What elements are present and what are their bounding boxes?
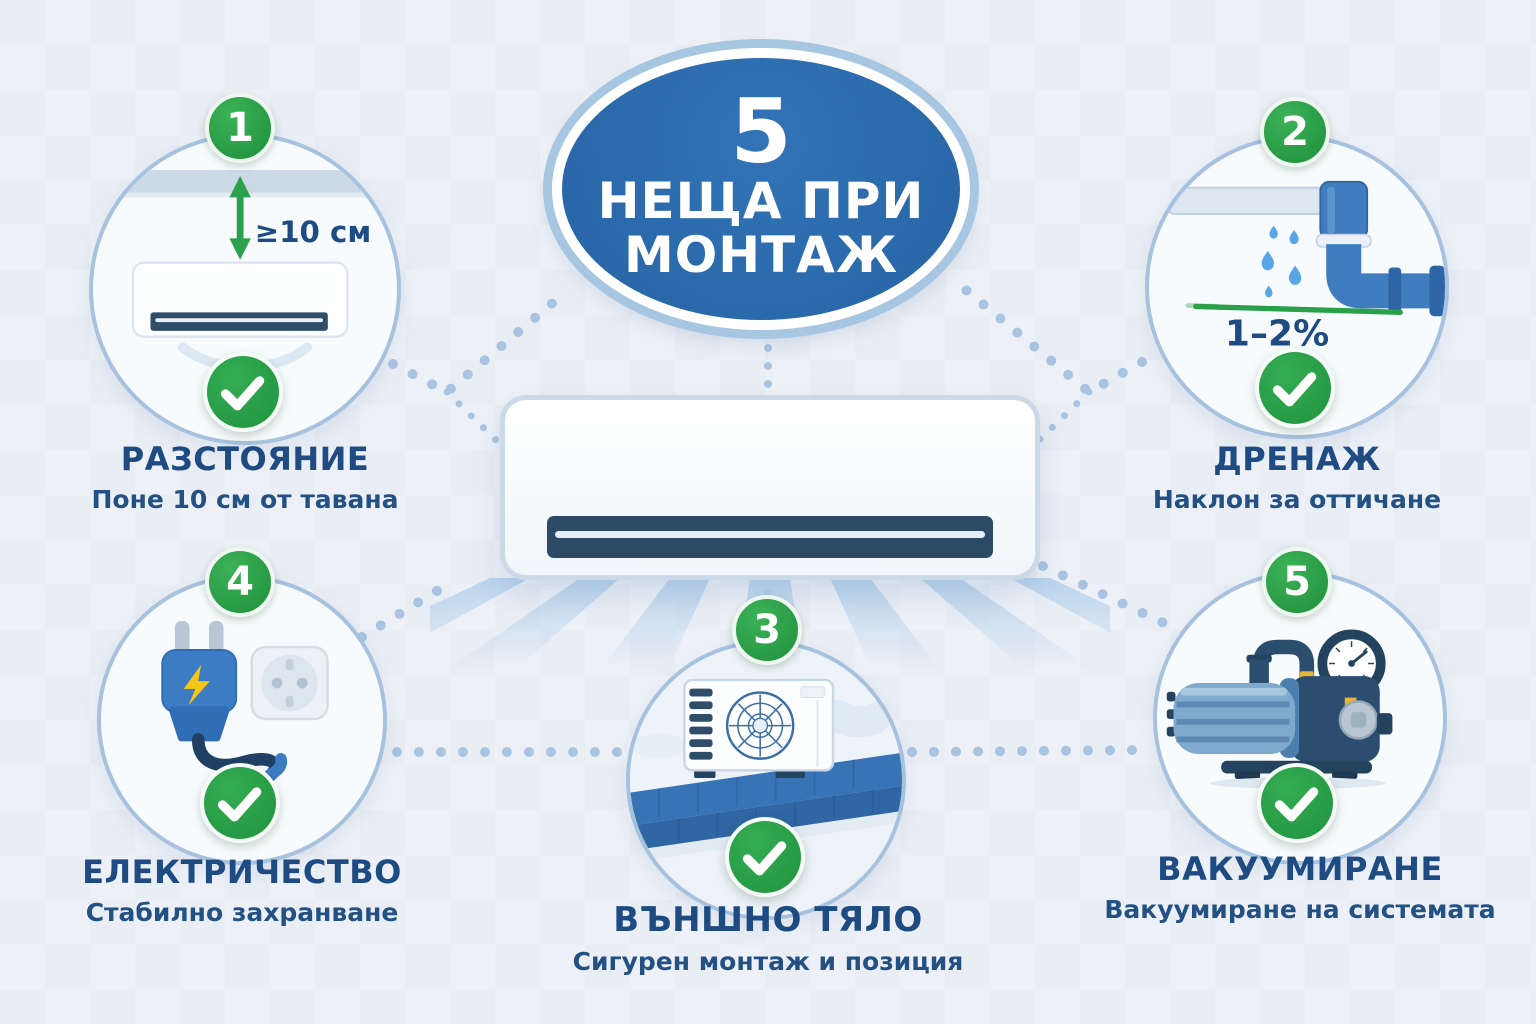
item-caption-vacuum: ВАКУУМИРАНЕ Вакуумиране на системата — [1100, 850, 1500, 924]
item-badge-number-5: 5 — [1262, 547, 1332, 617]
water-drops-icon — [1261, 225, 1302, 298]
item-badge-number-4: 4 — [205, 547, 275, 617]
item-caption-outdoor-unit: ВЪНШНО ТЯЛО Сигурен монтаж и позиция — [568, 900, 968, 976]
item-subtitle: Наклон за оттичане — [1152, 485, 1442, 514]
double-arrow-icon — [229, 175, 251, 260]
item-subtitle: Вакуумиране на системата — [1104, 895, 1496, 924]
item-circle-drain: 1–2% — [1145, 135, 1449, 439]
item-badge-number-2: 2 — [1260, 97, 1330, 167]
lightning-icon — [183, 664, 210, 706]
socket-icon — [250, 645, 329, 721]
item-caption-distance: РАЗСТОЯНИЕ Поне 10 см от тавана — [45, 440, 445, 514]
title-number: 5 — [730, 80, 792, 184]
connector-left-ac — [443, 388, 506, 450]
item-caption-electricity: ЕЛЕКТРИЧЕСТВО Стабилно захранване — [42, 853, 442, 927]
fan-icon — [725, 691, 795, 760]
item-heading: ВЪНШНО ТЯЛО — [613, 900, 923, 940]
indoor-ac-small-icon — [131, 261, 349, 338]
plug-icon — [161, 620, 288, 785]
item-heading: ВАКУУМИРАНЕ — [1157, 850, 1443, 888]
check-icon — [1257, 763, 1337, 843]
ceiling-band — [93, 170, 397, 193]
drain-annotation: 1–2% — [1225, 313, 1329, 354]
slope-line — [1185, 303, 1403, 315]
item-badge-number-1: 1 — [205, 93, 275, 163]
motor-cylinder — [1166, 682, 1296, 754]
outdoor-ac-icon — [683, 678, 835, 779]
item-heading: РАЗСТОЯНИЕ — [120, 440, 370, 478]
item-heading: ДРЕНАЖ — [1213, 440, 1381, 478]
item-subtitle: Поне 10 см от тавана — [91, 485, 399, 514]
vacuum-pump-icon — [1166, 629, 1393, 790]
item-caption-drain: ДРЕНАЖ Наклон за оттичане — [1097, 440, 1497, 514]
check-icon — [200, 763, 280, 843]
connector-right-ac — [1029, 388, 1093, 450]
indoor-ac-unit-illustration — [500, 395, 1040, 580]
check-icon — [1255, 348, 1335, 428]
item-subtitle: Стабилно захранване — [85, 898, 399, 927]
distance-annotation: ≥10 см — [255, 215, 372, 249]
air-flow-streams — [430, 578, 1110, 670]
title-line2: МОНТАЖ — [623, 225, 899, 284]
check-icon — [725, 817, 805, 897]
ac-vent — [547, 516, 993, 558]
title-ellipse: 5 НЕЩА ПРИ МОНТАЖ — [552, 48, 970, 330]
connector-ac-vacuum — [1038, 561, 1171, 629]
item-badge-number-3: 3 — [732, 595, 802, 665]
connector-bottom-right — [907, 745, 1155, 757]
connector-power-ac — [357, 579, 453, 642]
ac-vent-slat — [555, 531, 985, 538]
drain-pipe-icon — [1165, 180, 1445, 317]
title-line1: НЕЩА ПРИ — [597, 171, 925, 230]
item-circle-vacuum — [1153, 571, 1447, 865]
connector-left-top — [388, 285, 573, 398]
connector-right-top — [961, 285, 1147, 399]
item-heading: ЕЛЕКТРИЧЕСТВО — [82, 853, 402, 891]
item-subtitle: Сигурен монтаж и позиция — [572, 947, 964, 976]
check-icon — [203, 352, 283, 432]
